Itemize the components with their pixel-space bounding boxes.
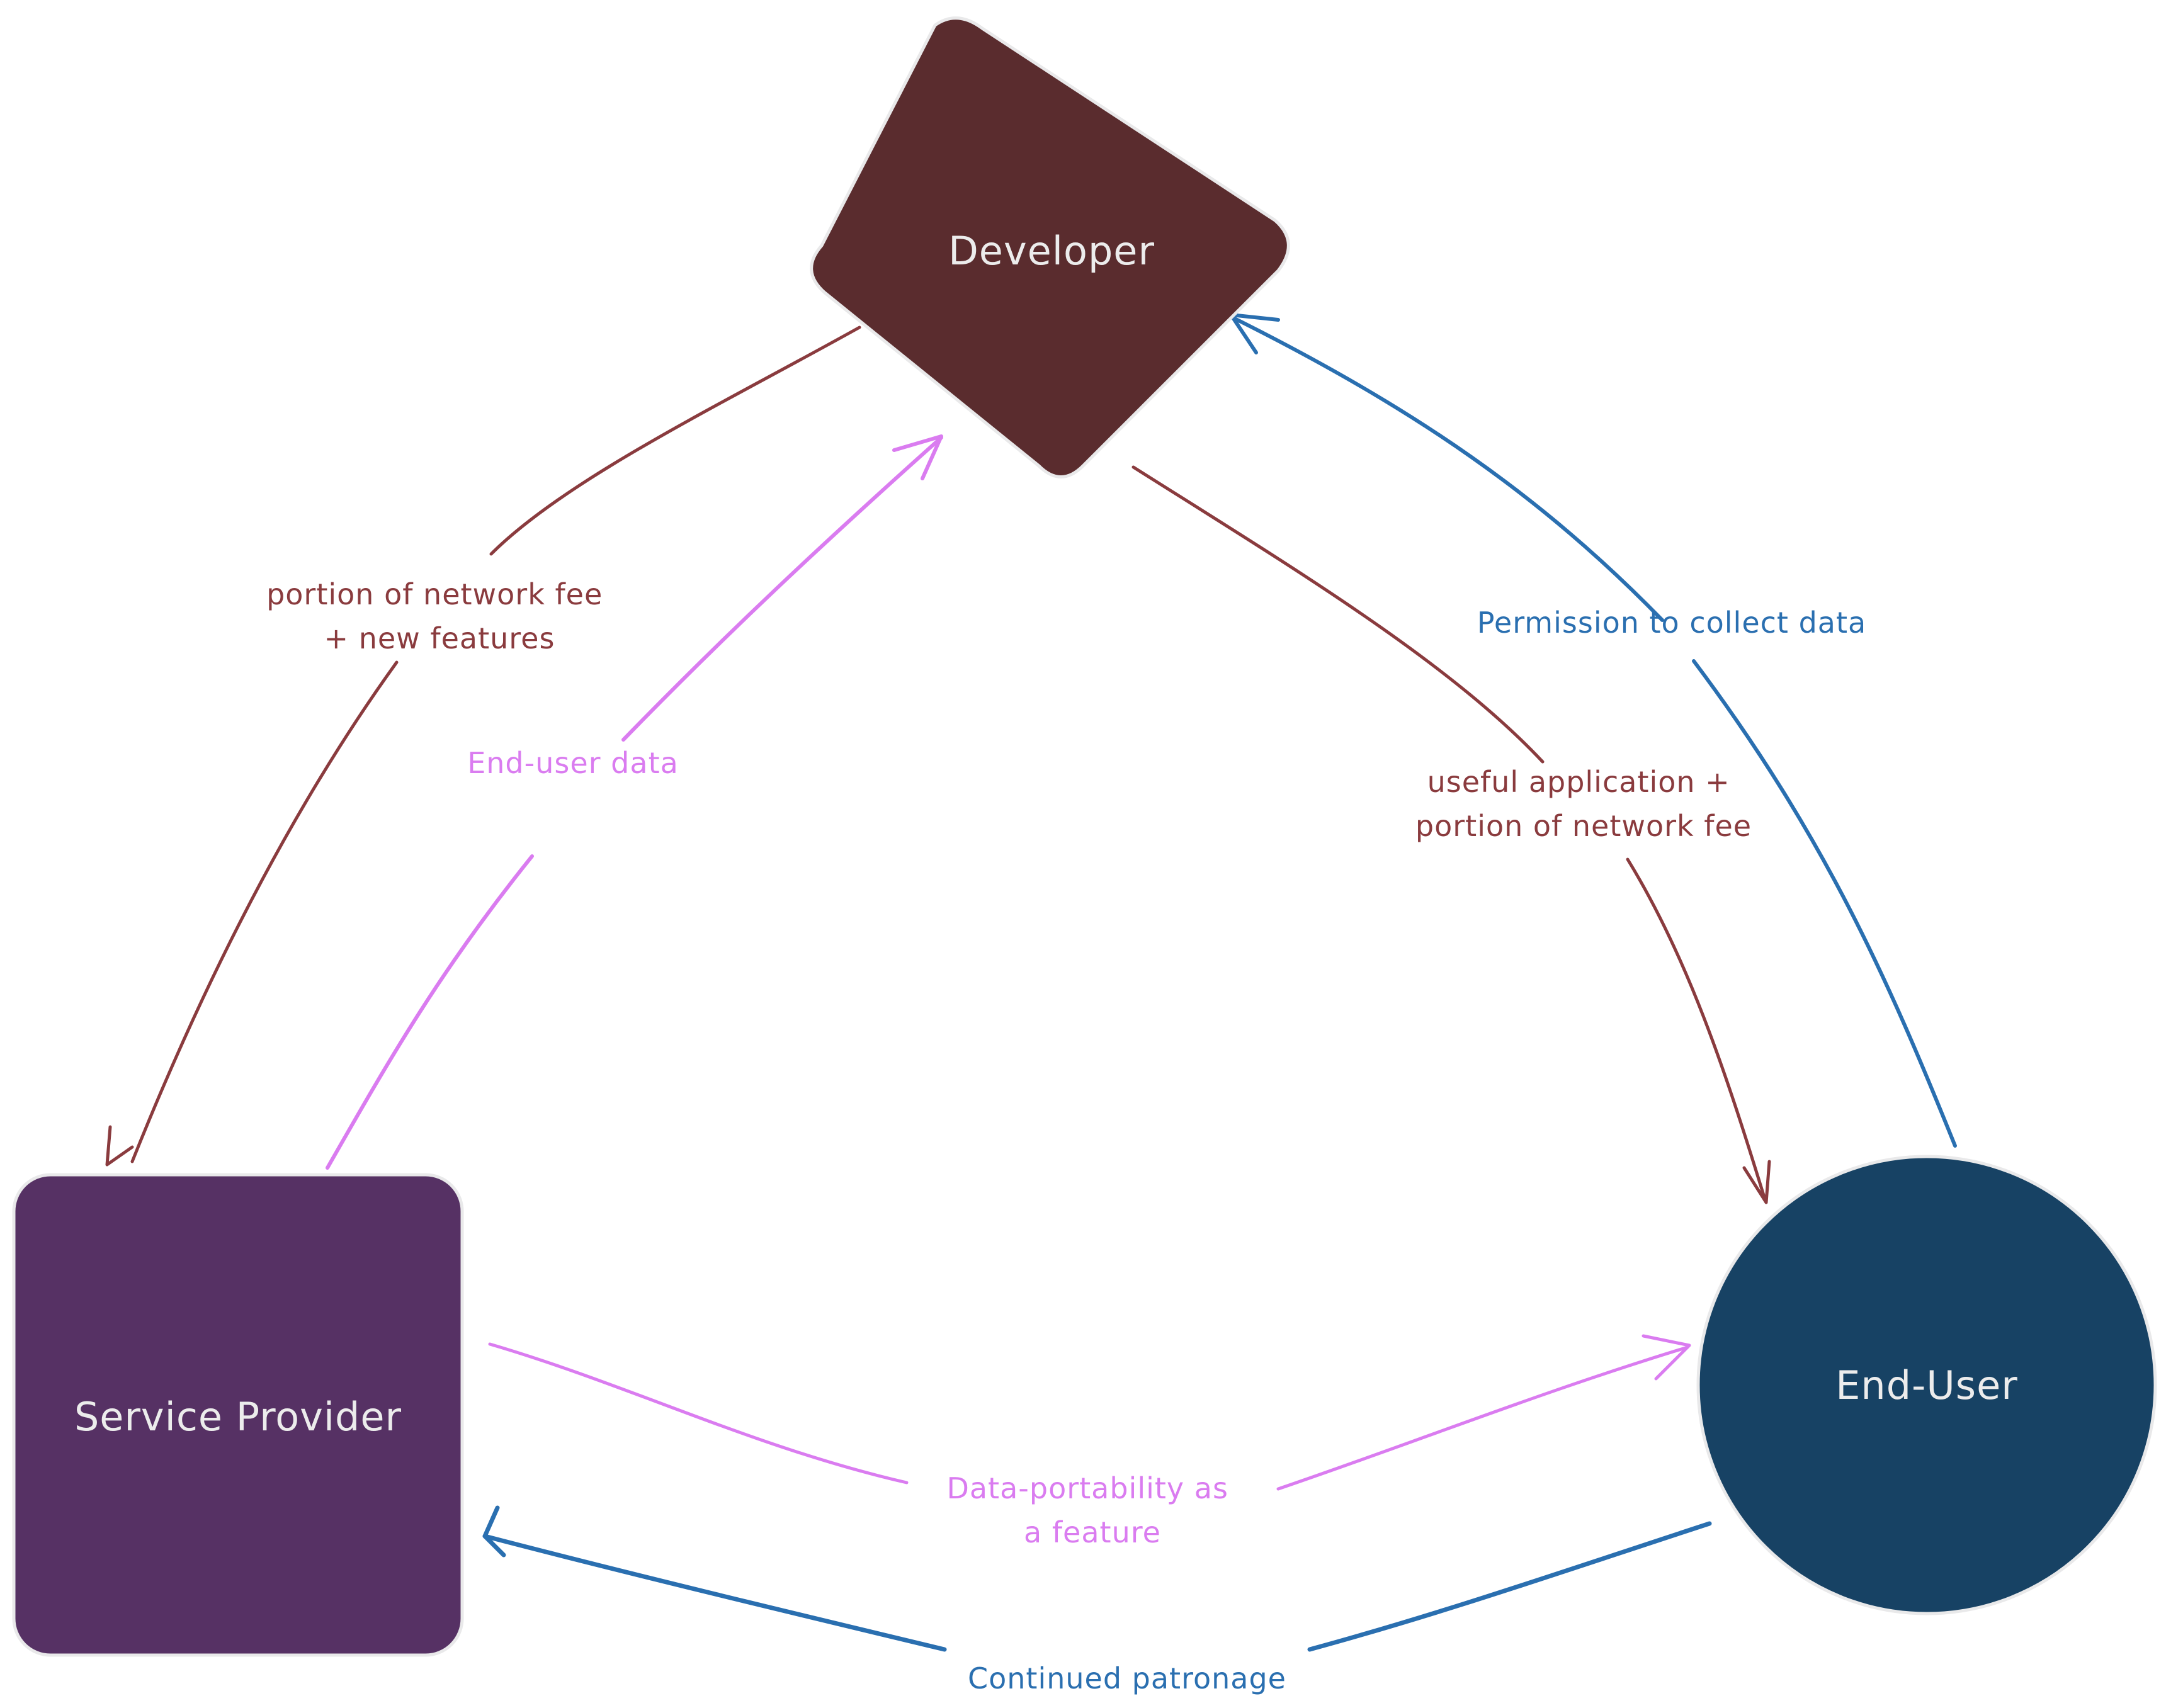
edge-line: [130, 325, 861, 1163]
edge-end-user-to-service-provider[interactable]: [482, 1505, 1712, 1652]
developer-diamond: [810, 16, 1290, 478]
edge-developer-to-end-user[interactable]: [1131, 465, 1771, 1204]
edge-line: [488, 1342, 1689, 1491]
arrowhead-icon: [1742, 1160, 1771, 1204]
end-user-circle: [1696, 1155, 2157, 1615]
arrowhead-icon: [1642, 1334, 1691, 1381]
edge-label: Permission to collect data: [1477, 606, 1866, 640]
arrowhead-icon: [892, 434, 943, 480]
edge-label: End-user data: [467, 746, 679, 780]
edge-line: [1229, 315, 1957, 1148]
service-provider-box: [12, 1173, 464, 1657]
edge-label: portion of network fee + new features: [266, 577, 613, 655]
arrowhead-icon: [105, 1125, 134, 1167]
edge-label: Data-portability as a feature: [946, 1471, 1238, 1549]
edge-end-user-to-developer[interactable]: [1229, 313, 1957, 1148]
node-service-provider[interactable]: Service Provider: [12, 1173, 464, 1657]
service-provider-label: Service Provider: [74, 1394, 402, 1440]
edge-line: [326, 436, 943, 1170]
edge-developer-to-service-provider[interactable]: [105, 325, 861, 1167]
edge-label: useful application + portion of network …: [1415, 765, 1752, 843]
edge-line: [1131, 465, 1767, 1201]
arrowhead-icon: [482, 1505, 506, 1558]
end-user-label: End-User: [1835, 1362, 2018, 1408]
edge-service-provider-to-end-user[interactable]: [488, 1334, 1691, 1491]
developer-label: Developer: [948, 228, 1155, 274]
node-end-user[interactable]: End-User: [1696, 1155, 2157, 1615]
edge-service-provider-to-developer[interactable]: [326, 434, 943, 1170]
edge-line: [482, 1521, 1712, 1652]
edge-label: Continued patronage: [968, 1661, 1286, 1695]
node-developer[interactable]: Developer: [810, 16, 1290, 478]
